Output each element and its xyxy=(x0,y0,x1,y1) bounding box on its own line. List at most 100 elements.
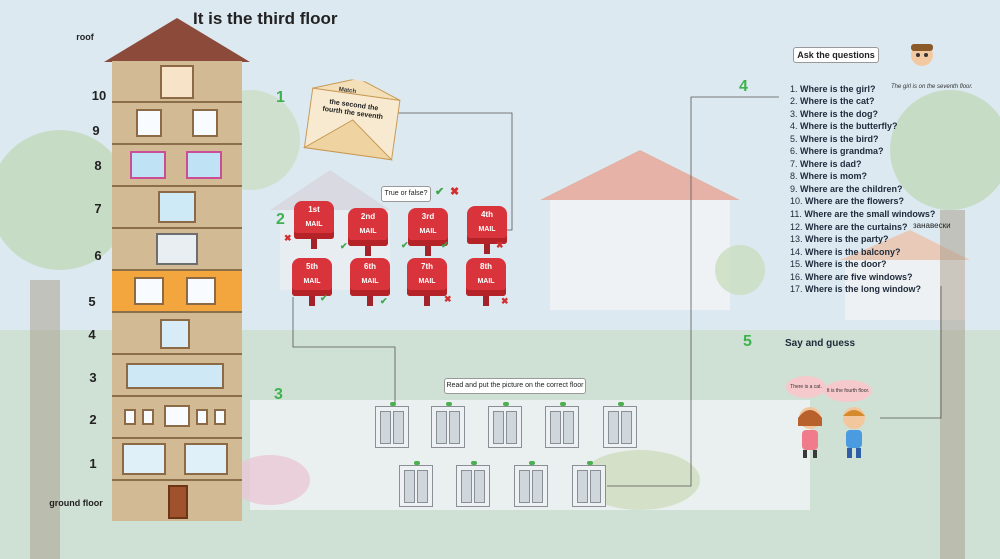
step-5-number: 5 xyxy=(743,333,752,350)
floor-label-2: 2 xyxy=(89,412,97,427)
window xyxy=(134,277,164,305)
floor-label-7: 7 xyxy=(94,201,102,216)
cross-icon: ✖ xyxy=(501,296,509,306)
cross-icon: ✖ xyxy=(444,294,452,304)
question-item: 17. Where is the long window? xyxy=(790,284,922,294)
flowers-window xyxy=(192,109,218,137)
cross-icon: ✖ xyxy=(284,233,292,243)
step-3-number: 3 xyxy=(274,386,283,403)
question-item: 3. Where is the dog? xyxy=(790,109,879,119)
step-1-number: 1 xyxy=(276,89,285,106)
floor-5 xyxy=(112,271,242,313)
floor-1 xyxy=(112,439,242,481)
elevator-instruction: Read and put the picture on the correct … xyxy=(444,378,586,394)
check-icon: ✔ xyxy=(320,293,328,303)
detective-icon xyxy=(911,44,933,66)
party-window xyxy=(122,443,166,475)
speech-bubble-boy: It is the fourth floor. xyxy=(824,380,872,402)
question-item: 15. Where is the door? xyxy=(790,259,887,269)
cat-window xyxy=(160,319,190,349)
curtains-note: занавески xyxy=(913,221,951,230)
flowers-window xyxy=(136,109,162,137)
floor-label-4: 4 xyxy=(88,327,96,342)
check-icon: ✔ xyxy=(401,240,409,250)
elevator-door[interactable] xyxy=(375,402,409,448)
floor-4 xyxy=(112,313,242,355)
elevator-door[interactable] xyxy=(456,461,490,507)
step-2-number: 2 xyxy=(276,211,285,228)
curtains-window xyxy=(130,151,166,179)
check-icon: ✔ xyxy=(380,296,388,306)
balcony xyxy=(156,233,198,265)
match-envelope[interactable]: Match the second the fourth the seventh xyxy=(302,74,404,162)
cross-icon[interactable]: ✖ xyxy=(450,186,460,198)
boy-character xyxy=(843,407,865,458)
floor-label-6: 6 xyxy=(94,248,102,263)
question-item: 7. Where is dad? xyxy=(790,159,862,169)
step-4-number: 4 xyxy=(739,78,748,95)
question-item: 5. Where is the bird? xyxy=(790,134,879,144)
grandma-window xyxy=(160,65,194,99)
floor-6 xyxy=(112,229,242,271)
ground-floor xyxy=(112,481,242,521)
roof xyxy=(104,18,250,62)
envelope-icon xyxy=(302,77,401,161)
floor-8 xyxy=(112,145,242,187)
girl-window xyxy=(158,191,196,223)
speech-bubble-girl: There is a cat. xyxy=(786,376,826,398)
question-item: 1. Where is the girl? xyxy=(790,84,876,94)
elevator-door[interactable] xyxy=(488,402,522,448)
question-item: 9. Where are the children? xyxy=(790,184,903,194)
elevator-door[interactable] xyxy=(399,461,433,507)
floor-3 xyxy=(112,355,242,397)
floor-9 xyxy=(112,103,242,145)
elevator-door[interactable] xyxy=(545,402,579,448)
check-icon: ✔ xyxy=(441,240,449,250)
floor-label-ground: ground floor xyxy=(49,498,103,508)
floor-label-roof: roof xyxy=(76,32,94,42)
door xyxy=(168,485,188,519)
question-item: 14. Where is the balcony? xyxy=(790,247,901,257)
floor-7 xyxy=(112,187,242,229)
question-item: 4. Where is the butterfly? xyxy=(790,121,898,131)
question-item: 11. Where are the small windows? xyxy=(790,209,936,219)
question-item: 2. Where is the cat? xyxy=(790,96,875,106)
ask-questions-title: Ask the questions xyxy=(793,47,879,63)
check-icon: ✔ xyxy=(340,241,348,251)
elevator-door[interactable] xyxy=(514,461,548,507)
floor-label-3: 3 xyxy=(89,370,97,385)
small-window xyxy=(142,409,154,425)
question-item: 10. Where are the flowers? xyxy=(790,196,905,206)
floor-label-8: 8 xyxy=(94,158,102,173)
question-item: 16. Where are five windows? xyxy=(790,272,913,282)
floor-label-1: 1 xyxy=(89,456,97,471)
small-window xyxy=(214,409,226,425)
girl-character xyxy=(798,407,822,458)
question-item: 8. Where is mom? xyxy=(790,171,868,181)
true-false-label: True or false? xyxy=(381,186,431,202)
cross-icon: ✖ xyxy=(496,240,504,250)
question-item: 12. Where are the curtains? xyxy=(790,222,908,232)
floor-label-5: 5 xyxy=(88,294,96,309)
floor-label-10: 10 xyxy=(91,88,107,103)
party-window xyxy=(184,443,228,475)
question-item: 6. Where is grandma? xyxy=(790,146,884,156)
elevator-door[interactable] xyxy=(572,461,606,507)
elevator-door[interactable] xyxy=(603,402,637,448)
curtains-window xyxy=(186,151,222,179)
small-window xyxy=(196,409,208,425)
check-icon[interactable]: ✔ xyxy=(435,186,445,198)
floor-10 xyxy=(112,61,242,103)
page-title: It is the third floor xyxy=(193,9,338,28)
say-and-guess-title: Say and guess xyxy=(785,338,856,349)
bird-window xyxy=(164,405,190,427)
elevator-door[interactable] xyxy=(431,402,465,448)
